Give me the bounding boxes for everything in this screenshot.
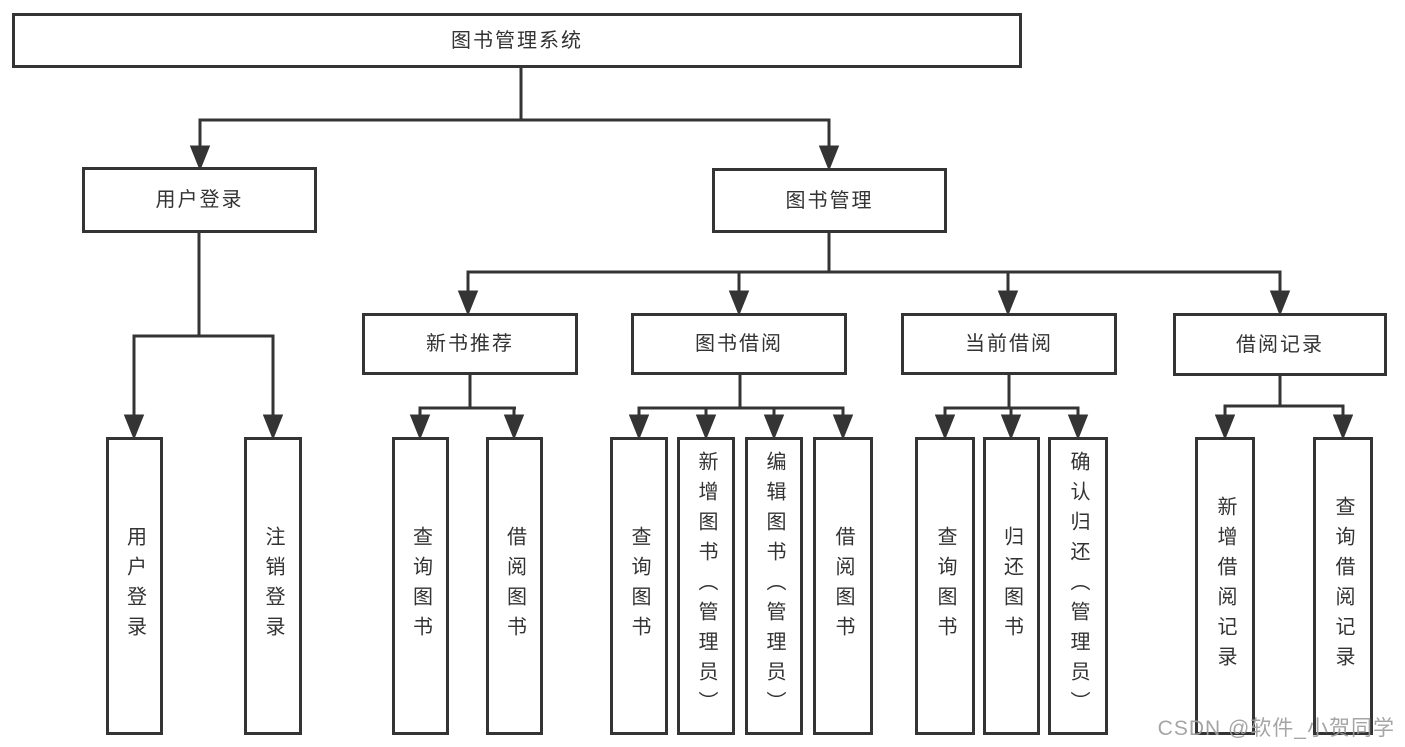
node-book-borrowing: 图书借阅 [631,313,847,375]
leaf-borrow-books-recommend: 借阅图书 [486,437,543,735]
connector-current-borrow-children [934,374,1089,441]
leaf-return-book: 归还图书 [983,437,1040,735]
leaf-borrow-books-borrowing: 借阅图书 [813,437,873,735]
leaf-confirm-return-admin: 确认归还（管理员） [1048,437,1108,735]
connector-book-mgmt-children [457,232,1291,317]
leaf-logout-login: 注销登录 [244,437,302,735]
connector-records-children [1214,374,1354,441]
leaf-query-books-recommend: 查询图书 [392,437,449,735]
leaf-query-books-current: 查询图书 [915,437,975,735]
node-root-system: 图书管理系统 [12,13,1022,68]
node-current-borrowing: 当前借阅 [901,313,1117,375]
leaf-query-borrow-record: 查询借阅记录 [1313,437,1373,735]
connector-book-borrow-children [628,374,854,441]
connector-user-login-children [123,232,284,441]
leaf-add-book-admin: 新增图书（管理员） [677,437,735,735]
leaf-query-books-borrowing: 查询图书 [610,437,668,735]
leaf-edit-book-admin: 编辑图书（管理员） [745,437,803,735]
node-new-book-recommendation: 新书推荐 [362,313,578,375]
connector-root-to-level2 [189,66,840,172]
node-user-login: 用户登录 [82,167,317,233]
node-book-management: 图书管理 [712,168,947,233]
leaf-user-login: 用户登录 [106,437,163,735]
connector-new-book-children [409,374,525,441]
node-borrowing-records: 借阅记录 [1173,313,1387,376]
leaf-add-borrow-record: 新增借阅记录 [1195,437,1255,735]
csdn-watermark: CSDN @软件_小贺同学 [1157,717,1395,740]
